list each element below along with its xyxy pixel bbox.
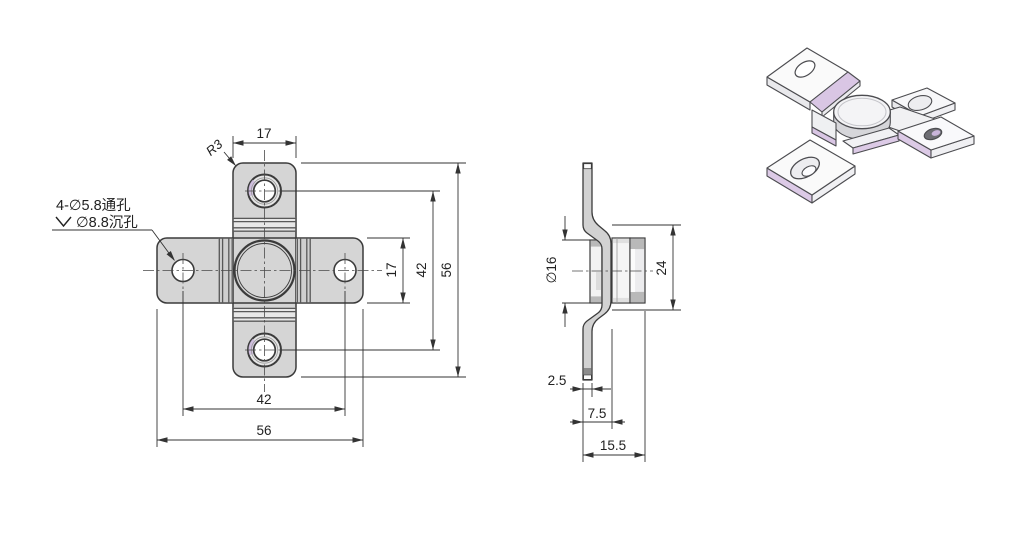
extension-lines	[156, 136, 681, 462]
isometric-view	[766, 47, 975, 204]
dim-plate-height: 17	[384, 262, 399, 277]
iso-ul-hole	[794, 60, 816, 78]
dim-offset-height: 24	[654, 260, 669, 276]
iso-ur-counterbore	[907, 95, 933, 111]
dim-thickness: 2.5	[548, 373, 567, 388]
countersink-symbol-icon	[55, 216, 72, 228]
dim-hole-span-vertical: 42	[414, 262, 429, 277]
side-view	[572, 162, 653, 381]
iso-r-hole-glint	[931, 130, 941, 136]
side-mating-plate	[611, 237, 646, 304]
side-strip-bottom-cap	[583, 374, 592, 380]
iso-disc-top	[833, 94, 891, 130]
dim-tab-width: 17	[256, 126, 271, 141]
side-strip-top-cap	[583, 163, 592, 170]
iso-disc-rim	[837, 97, 887, 127]
front-centerlines	[143, 150, 382, 392]
hole-note-line2: ∅8.8沉孔	[76, 214, 138, 231]
side-boss	[589, 239, 603, 304]
dim-overall-height: 56	[439, 262, 454, 277]
iso-lower-step-accent	[852, 134, 900, 155]
dimension-lines	[157, 142, 674, 456]
dim-boss-diameter: ∅16	[544, 257, 559, 284]
side-z-profile	[582, 162, 612, 381]
dimension-system: 17 R3 17 42 56 42 56 ∅16 24 2.5 7.5 15.5…	[52, 126, 681, 462]
dim-overall-width: 56	[256, 423, 271, 438]
side-strip-bottom-band	[583, 368, 592, 375]
dim-offset-depth: 7.5	[588, 406, 607, 421]
dim-hole-span-horizontal: 42	[256, 392, 271, 407]
iso-bl-hole	[801, 165, 817, 177]
hole-note: 4-∅5.8通孔 ∅8.8沉孔	[55, 197, 138, 231]
hole-note-line1: 4-∅5.8通孔	[56, 197, 131, 214]
dim-overall-depth: 15.5	[600, 438, 626, 453]
iso-web-accent	[811, 126, 837, 147]
radius-callout: R3	[203, 136, 226, 159]
front-view	[143, 150, 382, 392]
